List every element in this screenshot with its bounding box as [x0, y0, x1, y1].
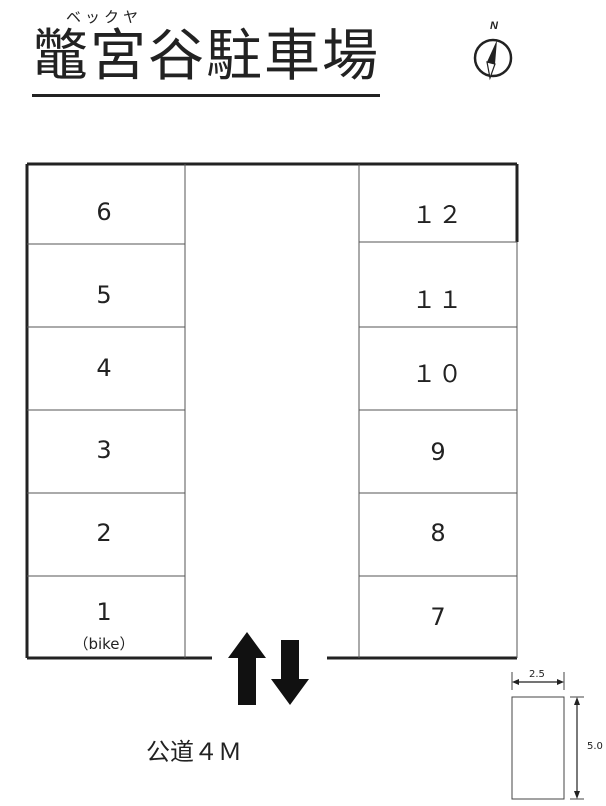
- right-stall-grid: [358, 164, 518, 658]
- stall-length-label: 5.0: [587, 741, 603, 752]
- page-title: 鼈宮谷駐車場: [32, 22, 380, 97]
- stall-width-label: 2.5: [529, 669, 545, 680]
- stall-6-label: 6: [96, 198, 112, 226]
- stall-4-label: 4: [96, 354, 112, 382]
- stall-7-label: 7: [430, 603, 446, 631]
- stall-9-label: 9: [430, 438, 446, 466]
- compass-north-letter: N: [490, 20, 499, 32]
- north-compass-icon: N: [473, 20, 513, 81]
- left-stall-grid: [27, 164, 186, 658]
- stall-12-label: １２: [412, 201, 464, 229]
- public-road-label: 公道４Ｍ: [146, 738, 242, 766]
- stall-5-label: 5: [96, 281, 112, 309]
- stall-2-label: 2: [96, 519, 112, 547]
- stall-10-label: １０: [412, 360, 464, 388]
- stall-3-label: 3: [96, 436, 112, 464]
- stall-dimension-diagram: [511, 672, 584, 800]
- stall-8-label: 8: [430, 519, 446, 547]
- stall-11-label: １１: [412, 286, 464, 314]
- title-reading: ベックヤ: [66, 8, 143, 26]
- stall-1-label: 1: [96, 598, 112, 626]
- two-way-arrows-icon: [228, 632, 309, 705]
- stall-1-note: （bike）: [73, 635, 135, 653]
